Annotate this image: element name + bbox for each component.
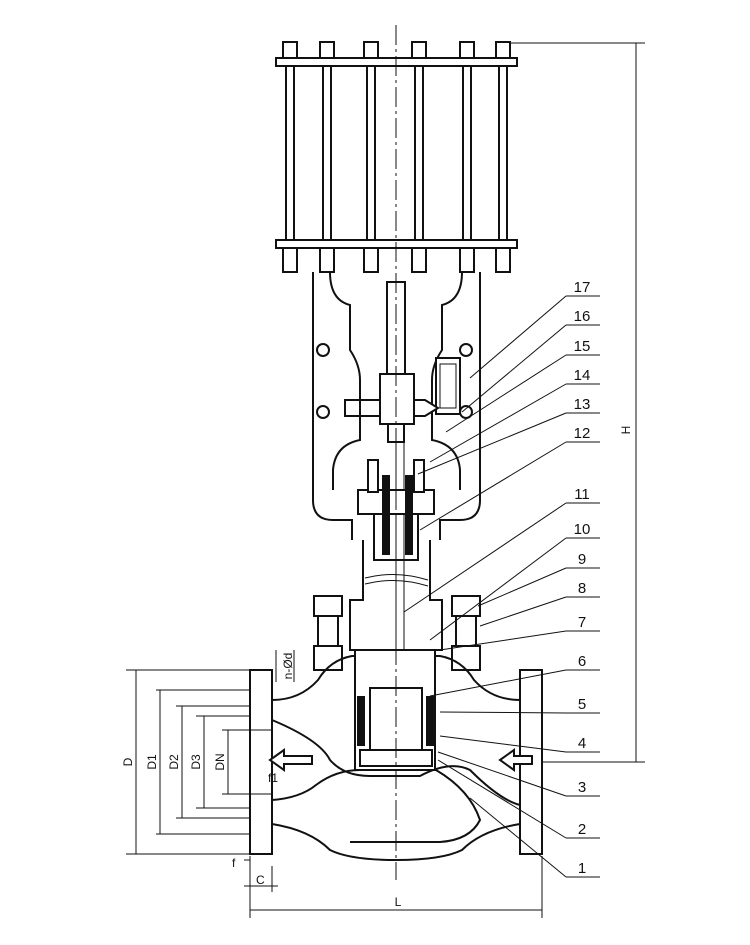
actuator-tie-rods bbox=[285, 65, 508, 241]
part-number-13: 13 bbox=[574, 396, 591, 413]
actuator bbox=[275, 41, 518, 273]
leader-line-16 bbox=[461, 324, 567, 413]
part-number-10: 10 bbox=[574, 521, 591, 538]
leader-line-13 bbox=[417, 412, 567, 475]
leader-line-15 bbox=[445, 354, 567, 433]
dim-label-f: f bbox=[232, 856, 236, 870]
leader-line-14 bbox=[429, 383, 567, 463]
bonnet bbox=[313, 540, 481, 671]
leader-line-6 bbox=[429, 669, 567, 697]
part-number-6: 6 bbox=[578, 653, 586, 670]
part-number-14: 14 bbox=[574, 367, 591, 384]
leader-line-10 bbox=[429, 537, 567, 641]
leader-line-8 bbox=[479, 596, 567, 627]
dim-label-c: C bbox=[256, 873, 265, 887]
height-dimension: H bbox=[510, 42, 645, 763]
part-number-4: 4 bbox=[578, 735, 586, 752]
part-number-15: 15 bbox=[574, 338, 591, 355]
leader-line-2 bbox=[437, 759, 567, 839]
leader-line-4 bbox=[439, 735, 567, 753]
actuator-top-bolts bbox=[282, 41, 511, 59]
leader-line-12 bbox=[419, 441, 567, 531]
part-number-2: 2 bbox=[578, 821, 586, 838]
leader-line-3 bbox=[437, 751, 567, 797]
part-number-8: 8 bbox=[578, 580, 586, 597]
part-number-12: 12 bbox=[574, 425, 591, 442]
part-number-16: 16 bbox=[574, 308, 591, 325]
dim-label-d3: D3 bbox=[189, 754, 203, 770]
part-number-5: 5 bbox=[578, 696, 586, 713]
dim-label-l: L bbox=[395, 895, 402, 909]
leader-line-5 bbox=[439, 711, 567, 714]
dim-label-d2: D2 bbox=[167, 754, 181, 770]
dim-label-d1: D1 bbox=[145, 754, 159, 770]
part-number-7: 7 bbox=[578, 614, 586, 631]
dim-label-f1: f1 bbox=[268, 771, 278, 785]
part-number-17: 17 bbox=[574, 279, 591, 296]
dim-label-h: H bbox=[619, 426, 633, 435]
leader-line-7 bbox=[439, 630, 567, 651]
leader-line-1 bbox=[469, 797, 567, 878]
flange-dimensions: D D1 D2 D3 DN f1 n-Ød f C bbox=[121, 650, 295, 892]
part-number-9: 9 bbox=[578, 551, 586, 568]
part-number-11: 11 bbox=[574, 486, 590, 503]
part-number-3: 3 bbox=[578, 779, 586, 796]
dim-label-d: D bbox=[121, 757, 135, 766]
dim-label-dn: DN bbox=[213, 753, 227, 770]
actuator-bottom-bolts bbox=[282, 247, 511, 273]
leader-line-9 bbox=[477, 567, 567, 607]
leader-line-17 bbox=[469, 295, 567, 379]
part-number-1: 1 bbox=[578, 860, 586, 877]
dim-label-nd: n-Ød bbox=[281, 653, 295, 680]
leader-line-11 bbox=[403, 502, 567, 613]
